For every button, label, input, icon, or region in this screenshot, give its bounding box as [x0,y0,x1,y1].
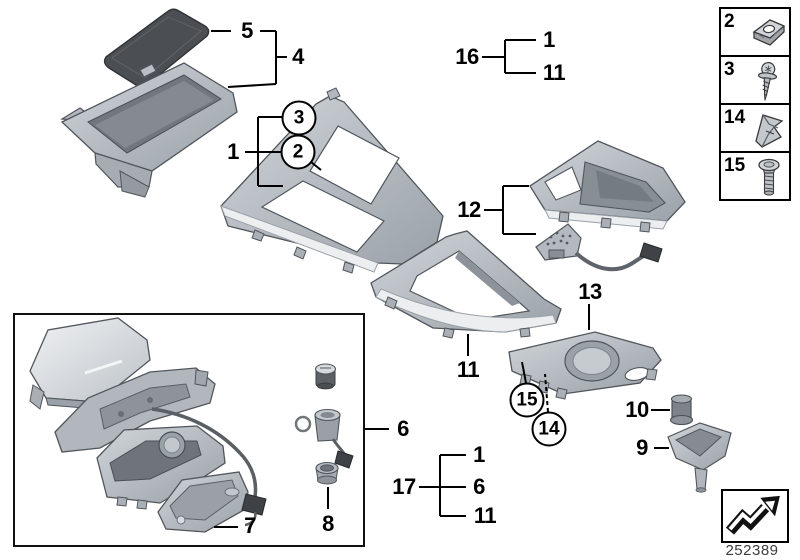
rubber-mat-part [103,8,210,88]
storage-tray-part [60,62,238,198]
fastener-legend: 2 3 14 [719,7,791,201]
switch-panel-cable-part [535,223,663,272]
trim-ring-part [315,461,339,485]
subassembly-frame-box [13,313,365,547]
callout-17-child-1[interactable]: 1 [473,442,485,467]
callout-13[interactable]: 13 [578,279,602,304]
funnel-insert-part [667,422,732,493]
callout-14-circled[interactable]: 14 [531,411,567,447]
fillister-screw-icon [748,156,788,203]
next-diagram-arrow-icon [723,495,782,540]
callout-17[interactable]: 17 [392,474,416,499]
console-carrier-part [54,367,216,453]
callout-16-child-1[interactable]: 1 [543,27,555,52]
wiring-harness-part [151,407,267,527]
callout-11[interactable]: 11 [456,357,480,382]
legend-item-spring-clip[interactable]: 14 [721,105,789,153]
armrest-lid-part [29,317,151,410]
legend-number: 2 [724,11,735,32]
callout-12[interactable]: 12 [457,197,481,222]
lighter-socket-part [294,408,354,469]
legend-number: 14 [724,107,746,128]
callout-16-child-11[interactable]: 11 [542,60,566,85]
callout-3-circled[interactable]: 3 [281,100,317,136]
legend-number: 15 [724,155,746,176]
callout-16[interactable]: 16 [455,44,479,69]
callout-10[interactable]: 10 [625,397,649,422]
legend-item-clip-nut[interactable]: 2 [721,9,789,57]
gearshift-surround-trim-part [529,140,686,233]
callout-5[interactable]: 5 [241,18,253,43]
rubber-insert-part [669,394,694,426]
radio-trim-panel-part [220,87,444,274]
callout-15-circled[interactable]: 15 [509,382,545,418]
legend-item-fillister-screw[interactable]: 15 [721,153,789,199]
callout-17-child-6[interactable]: 6 [473,474,485,499]
callout-1[interactable]: 1 [227,139,239,164]
callout-4[interactable]: 4 [292,44,304,69]
legend-number: 3 [724,59,735,80]
storage-compartment-tray-part [157,471,249,533]
callout-lines [211,30,670,528]
callout-6[interactable]: 6 [397,416,409,441]
lighter-element-part [314,363,337,390]
clip-nut-icon [746,12,788,57]
callout-9[interactable]: 9 [636,435,648,460]
diagram-number: 252389 [725,542,779,559]
spring-clip-icon [748,108,788,155]
next-diagram-button[interactable] [721,489,789,543]
callout-17-child-11[interactable]: 11 [473,503,497,528]
callout-8[interactable]: 8 [322,511,334,536]
cupholder-panel-part [508,331,662,400]
callout-2-circled[interactable]: 2 [280,134,316,170]
legend-item-tapping-screw[interactable]: 3 [721,57,789,105]
center-console-trim-part [370,230,562,339]
callout-7[interactable]: 7 [244,513,256,538]
tapping-screw-icon [746,60,788,107]
